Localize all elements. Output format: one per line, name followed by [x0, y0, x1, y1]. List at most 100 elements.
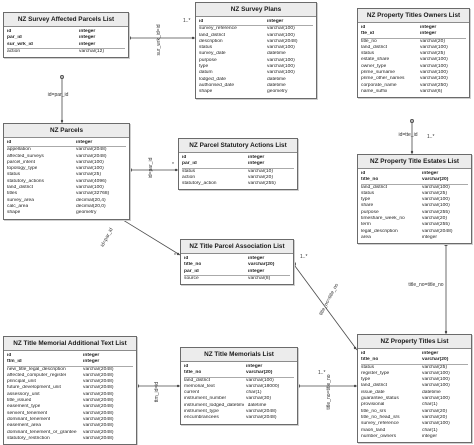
column-type: varchar(100) — [422, 396, 450, 402]
column-name: action — [182, 174, 196, 180]
column-name: lodged_date — [199, 76, 226, 82]
column-type: varchar(20) — [422, 408, 448, 414]
relationship-end-many — [60, 119, 64, 123]
column-name: term — [361, 222, 371, 228]
column-type: varchar(20) — [246, 370, 273, 376]
column-type: varchar(100) — [422, 184, 450, 190]
column-name: purpose — [199, 57, 217, 63]
column-type: integer — [420, 31, 437, 37]
column-name: status — [361, 364, 375, 370]
column-name: issue_date — [361, 389, 385, 395]
column-type: datetime — [267, 82, 286, 88]
column-name: future_development_unit — [7, 385, 61, 391]
column-name: principal_unit — [7, 379, 36, 385]
column-type: integer — [248, 161, 265, 167]
column-row: land_district varchar(100) — [361, 185, 468, 191]
column-name: par_id — [182, 161, 197, 167]
relationship-assoc-tit[interactable] — [291, 261, 358, 351]
relationship-end-many — [444, 330, 448, 334]
column-name: legal_description — [361, 228, 398, 234]
relationship-label: title_no=title_no — [326, 374, 332, 409]
column-name: land_district — [7, 185, 34, 191]
column-type: varchar(12) — [79, 48, 105, 54]
column-name: status — [199, 45, 213, 51]
column-type: integer — [246, 364, 263, 369]
column-name: action — [7, 48, 21, 54]
column-name: owner_type — [361, 63, 387, 69]
column-type: varchar(100) — [420, 63, 448, 69]
column-name: statutory_action — [182, 181, 217, 187]
column-name: encumbrancees — [184, 415, 219, 421]
column-type: integer — [422, 351, 439, 356]
column-type: varchar(100) — [267, 57, 295, 63]
relationship-label: title_no=title_no — [318, 282, 340, 316]
relationship-end-one — [60, 75, 65, 80]
entity-title: NZ Title Parcel Association List — [181, 240, 293, 254]
column-name: dominant_tenement_or_grantee — [7, 429, 77, 435]
entity-title: NZ Survey Plans — [196, 3, 316, 17]
column-name: current — [184, 390, 200, 396]
column-type: integer — [422, 171, 439, 176]
column-name: new_title_legal_description — [7, 366, 66, 372]
relationship-end-many — [353, 346, 357, 350]
column-name: title_no — [361, 38, 377, 44]
column-type: varchar(2048) — [83, 429, 114, 435]
column-type: varchar(100) — [267, 32, 295, 38]
column-name: statutory_actions — [7, 178, 44, 184]
column-name: description — [199, 38, 223, 44]
column-type: varchar(100) — [267, 64, 295, 70]
column-type: varchar(2048) — [83, 404, 114, 410]
column-name: title_no — [361, 357, 379, 363]
relationship-end-one — [409, 119, 414, 124]
column-type: integer — [422, 234, 437, 240]
column-type: varchar(4096) — [76, 178, 107, 184]
column-name: land_district — [361, 184, 388, 190]
column-type: varchar(20) — [422, 357, 449, 363]
column-name: id — [184, 256, 189, 261]
column-type: integer — [79, 35, 96, 41]
column-name: corporate_name — [361, 82, 397, 88]
column-row: statutory_actions varchar(4096) — [7, 179, 126, 185]
relationship-end-many — [176, 252, 180, 256]
column-name: calc_area — [7, 203, 29, 209]
column-name: statutory_restriction — [7, 435, 50, 441]
column-name: affected_surveys — [7, 153, 44, 159]
relationship-label: id=tte_id — [398, 132, 417, 138]
relationship-label: id=par_id — [100, 227, 115, 248]
relationship-label: id=par_id — [148, 157, 154, 178]
